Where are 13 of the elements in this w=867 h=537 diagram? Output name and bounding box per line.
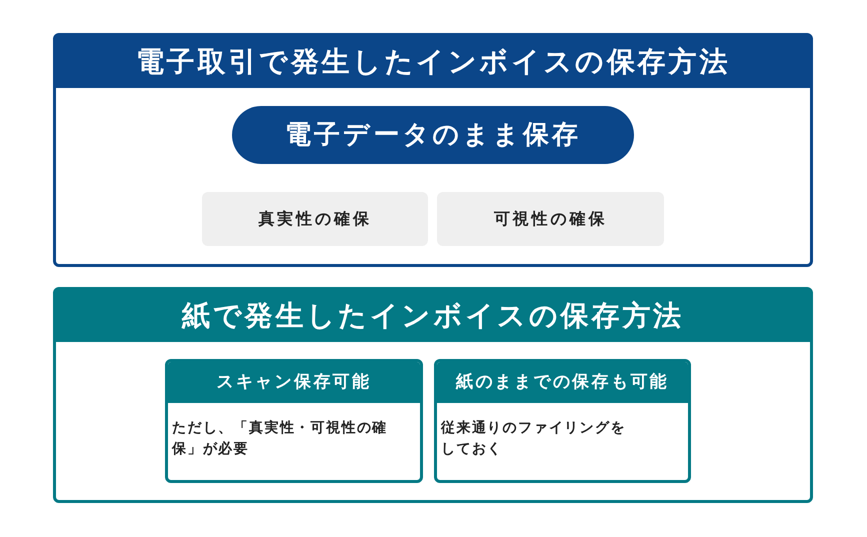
panel-header: 紙で発生したインボイスの保存方法	[56, 290, 810, 342]
card-header: スキャン保存可能	[168, 362, 420, 403]
pill-label: 電子データのまま保存	[232, 106, 634, 164]
info-tile: 真実性の確保	[202, 192, 428, 246]
card-text: 従来通りのファイリングをしておく	[441, 419, 627, 459]
card-text: ただし、「真実性・可視性の確保」が必要	[172, 419, 389, 459]
card-header: 紙のままでの保存も可能	[437, 362, 688, 403]
section-panel	[53, 287, 813, 503]
info-card	[434, 359, 691, 483]
info-tile: 可視性の確保	[437, 192, 664, 246]
section-panel	[53, 33, 813, 267]
info-card	[165, 359, 423, 483]
panel-header: 電子取引で発生したインボイスの保存方法	[56, 36, 810, 88]
